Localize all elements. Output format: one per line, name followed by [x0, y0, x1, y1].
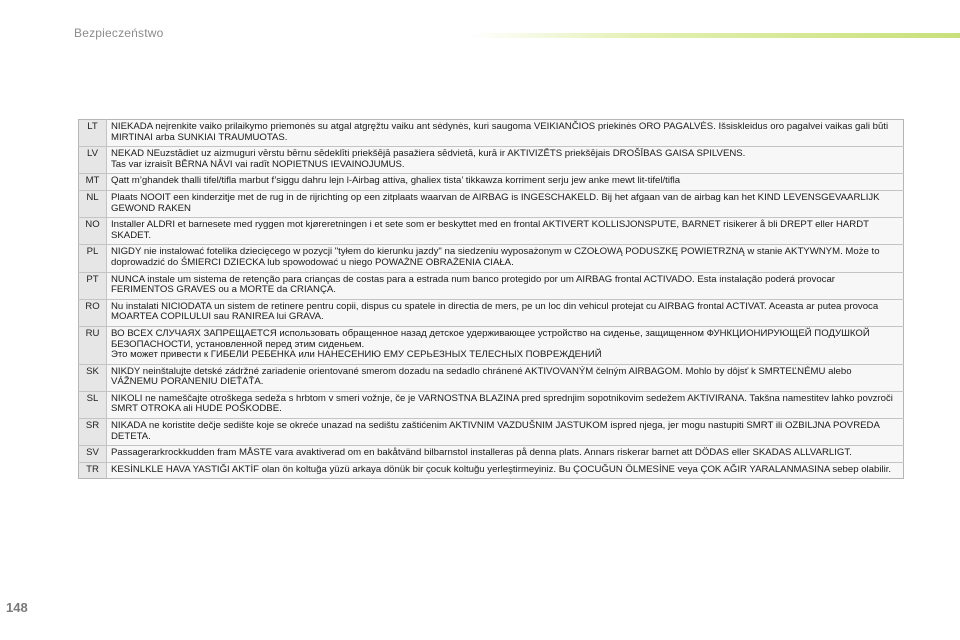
- language-code: RU: [78, 326, 107, 365]
- language-code: PL: [78, 244, 107, 273]
- warning-text: NIKADA ne koristite dečje sedište koje s…: [106, 418, 904, 447]
- language-code: LV: [78, 146, 107, 175]
- language-code: SV: [78, 445, 107, 463]
- warning-text: Passagerarkrockkudden fram MÅSTE vara av…: [106, 445, 904, 463]
- language-code: NL: [78, 190, 107, 219]
- language-code: LT: [78, 119, 107, 148]
- warning-text: NEKAD NEuzstādiet uz aizmuguri vērstu bē…: [106, 146, 904, 175]
- language-code: TR: [78, 462, 107, 479]
- language-code: RO: [78, 299, 107, 327]
- language-code: SL: [78, 391, 107, 420]
- language-code: SR: [78, 418, 107, 447]
- language-code: NO: [78, 217, 107, 246]
- warning-text: NUNCA instale um sistema de retenção par…: [106, 272, 904, 300]
- warning-text: Nu instalati NICIODATA un sistem de reti…: [106, 299, 904, 327]
- warning-text: NIEKADA neįrenkite vaiko prilaikymo prie…: [106, 119, 904, 148]
- page-number: 148: [6, 600, 28, 615]
- warning-text: NIGDY nie instalować fotelika dziecięceg…: [106, 244, 904, 273]
- warning-text: Installer ALDRI et barnesete med ryggen …: [106, 217, 904, 246]
- warning-text: NIKDY neinštalujte detské zádržné zariad…: [106, 364, 904, 392]
- warning-text: NIKOLI ne nameščajte otroškega sedeža s …: [106, 391, 904, 420]
- language-code: PT: [78, 272, 107, 300]
- header-gradient-bar: [470, 33, 960, 38]
- warning-text: Plaats NOOIT een kinderzitje met de rug …: [106, 190, 904, 219]
- section-title: Bezpieczeństwo: [74, 26, 164, 40]
- language-code: MT: [78, 173, 107, 191]
- warning-text: Qatt m’ghandek thalli tifel/tifla marbut…: [106, 173, 904, 191]
- warning-text: KESİNLKLE HAVA YASTIĞI AKTİF olan ön kol…: [106, 462, 904, 479]
- language-code: SK: [78, 364, 107, 392]
- warning-text: ВО ВСЕХ СЛУЧАЯХ ЗАПРЕЩАЕТСЯ использовать…: [106, 326, 904, 365]
